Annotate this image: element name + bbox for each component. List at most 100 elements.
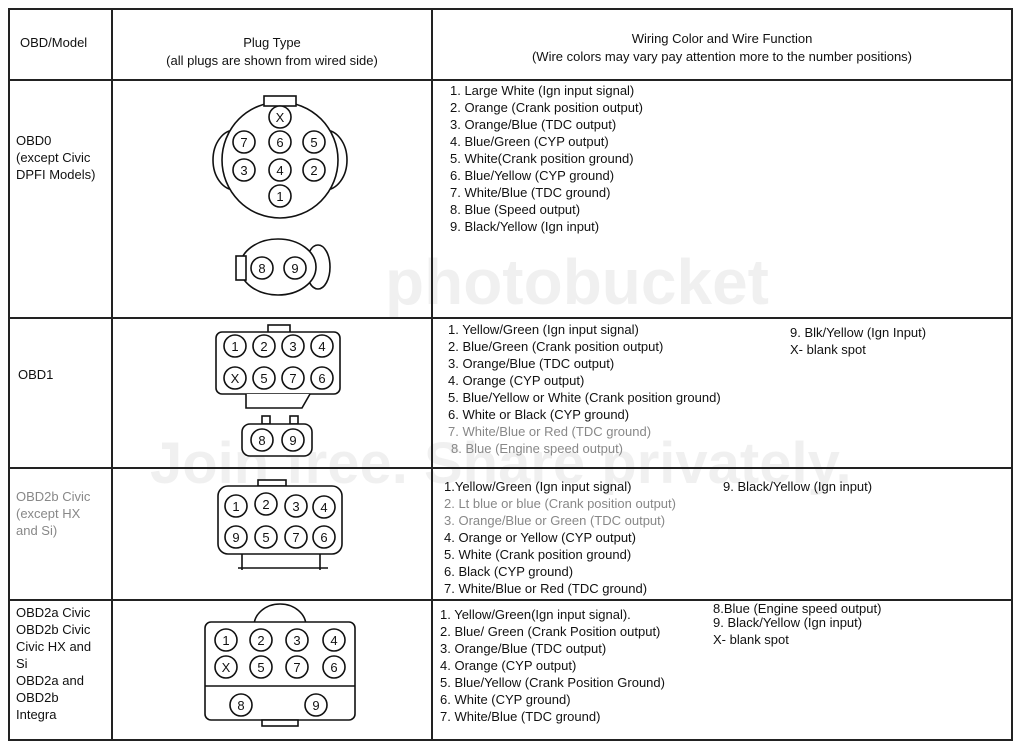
table-border	[8, 8, 1013, 10]
svg-text:6: 6	[320, 530, 327, 545]
svg-text:X: X	[222, 660, 231, 675]
pin-obd1-main: 3	[281, 334, 305, 358]
svg-text:2: 2	[310, 163, 317, 178]
table-border	[8, 8, 10, 741]
svg-text:X: X	[276, 110, 285, 125]
wires-obd2a-extra: 8.Blue (Engine speed output)9. Black/Yel…	[713, 601, 882, 647]
pin-obd0-main: X	[268, 105, 292, 129]
header-wiring: Wiring Color and Wire Function	[631, 31, 813, 46]
pin-obd1-main: 4	[310, 334, 334, 358]
pin-obd2b-main: 6	[312, 525, 336, 549]
svg-text:8: 8	[258, 261, 265, 276]
pin-obd2b-main: 5	[254, 525, 278, 549]
svg-text:1: 1	[222, 633, 229, 648]
pin-obd1-main: 7	[281, 366, 305, 390]
pin-obd2b-main: 7	[284, 525, 308, 549]
row-divider	[8, 317, 1013, 319]
svg-text:3: 3	[240, 163, 247, 178]
svg-text:3: 3	[292, 499, 299, 514]
pin-obd2a-main: 5	[249, 655, 273, 679]
svg-text:9: 9	[312, 698, 319, 713]
header-wiring-sub: (Wire colors may vary pay attention more…	[531, 49, 913, 64]
pin-obd2a-main: 6	[322, 655, 346, 679]
svg-text:4: 4	[320, 500, 327, 515]
pin-obd0-main: 4	[268, 158, 292, 182]
pin-obd1-main: X	[223, 366, 247, 390]
svg-text:7: 7	[289, 371, 296, 386]
svg-text:4: 4	[330, 633, 337, 648]
header-plug-sub: (all plugs are shown from wired side)	[166, 53, 378, 68]
pin-obd2b-main: 1	[224, 494, 248, 518]
pin-obd2b-main: 2	[254, 492, 278, 516]
header-model: OBD/Model	[20, 35, 88, 50]
pin-obd2a-main: X	[214, 655, 238, 679]
svg-text:7: 7	[292, 530, 299, 545]
svg-text:1: 1	[232, 499, 239, 514]
obd0-aux-connector	[235, 238, 331, 296]
svg-text:4: 4	[276, 163, 283, 178]
pin-obd0-main: 5	[302, 130, 326, 154]
pin-obd1-main: 6	[310, 366, 334, 390]
svg-text:5: 5	[310, 135, 317, 150]
pin-obd1-main: 2	[252, 334, 276, 358]
row-divider	[8, 599, 1013, 601]
obd2b-connector	[217, 479, 343, 570]
model-obd1: OBD1	[18, 367, 54, 382]
svg-text:X: X	[231, 371, 240, 386]
svg-text:4: 4	[318, 339, 325, 354]
watermark-logo: photobucket	[385, 246, 769, 318]
pin-obd1-main: 5	[252, 366, 276, 390]
svg-text:5: 5	[260, 371, 267, 386]
svg-text:9: 9	[289, 433, 296, 448]
svg-text:6: 6	[330, 660, 337, 675]
pin-obd2a-main: 7	[285, 655, 309, 679]
svg-text:1: 1	[276, 189, 283, 204]
svg-text:8: 8	[258, 433, 265, 448]
svg-text:9: 9	[232, 530, 239, 545]
svg-text:6: 6	[276, 135, 283, 150]
svg-text:9: 9	[291, 261, 298, 276]
pin-obd2b-main: 3	[284, 494, 308, 518]
pin-obd1-aux: 9	[281, 428, 305, 452]
svg-text:2: 2	[262, 497, 269, 512]
svg-text:2: 2	[257, 633, 264, 648]
wires-obd1-extra: 9. Blk/Yellow (Ign Input)X- blank spot	[790, 325, 927, 357]
svg-text:3: 3	[293, 633, 300, 648]
svg-text:5: 5	[257, 660, 264, 675]
pin-obd2a-main: 2	[249, 628, 273, 652]
svg-text:7: 7	[240, 135, 247, 150]
pin-obd2a-main: 8	[229, 693, 253, 717]
header-plug-type: Plug Type	[243, 35, 301, 50]
pin-obd1-main: 1	[223, 334, 247, 358]
pin-obd2a-main: 4	[322, 628, 346, 652]
pin-obd0-main: 3	[232, 158, 256, 182]
wires-obd2b: 1.Yellow/Green (Ign input signal)2. Lt b…	[444, 479, 676, 596]
pin-obd0-aux: 9	[283, 256, 307, 280]
pin-obd0-main: 7	[232, 130, 256, 154]
wires-obd0: 1. Large White (Ign input signal)2. Oran…	[450, 83, 643, 234]
svg-text:7: 7	[293, 660, 300, 675]
pin-obd0-aux: 8	[250, 256, 274, 280]
svg-text:5: 5	[262, 530, 269, 545]
svg-text:3: 3	[289, 339, 296, 354]
col-divider	[431, 8, 433, 741]
table-border	[8, 739, 1013, 741]
row-divider	[8, 79, 1013, 81]
col-divider	[111, 8, 113, 741]
svg-text:1: 1	[231, 339, 238, 354]
pin-obd2b-main: 9	[224, 525, 248, 549]
pin-obd1-aux: 8	[250, 428, 274, 452]
wires-obd1: 1. Yellow/Green (Ign input signal)2. Blu…	[448, 322, 721, 456]
pin-obd0-main: 1	[268, 184, 292, 208]
table-border	[1011, 8, 1013, 741]
pin-obd2b-main: 4	[312, 495, 336, 519]
wires-obd2b-extra: 9. Black/Yellow (Ign input)	[723, 479, 873, 494]
pin-obd0-main: 6	[268, 130, 292, 154]
svg-text:6: 6	[318, 371, 325, 386]
row-divider	[8, 467, 1013, 469]
pin-obd2a-main: 9	[304, 693, 328, 717]
